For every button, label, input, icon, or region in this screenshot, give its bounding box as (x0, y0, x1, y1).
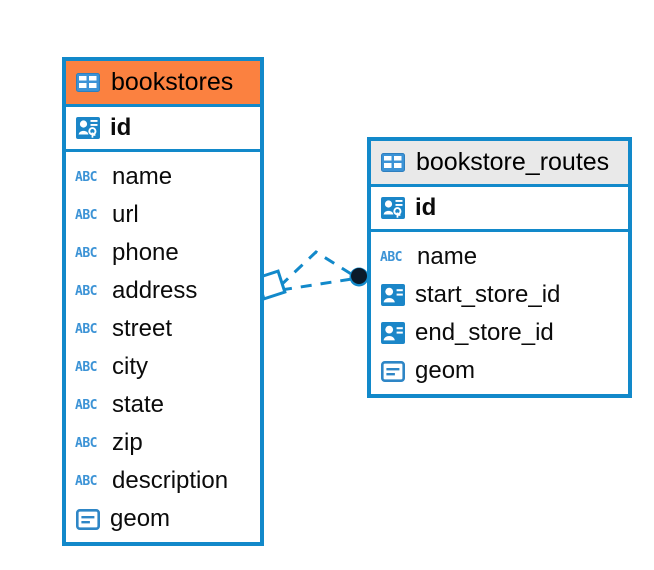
field-row-state[interactable]: ABC state (66, 386, 260, 424)
field-row-start-store-id[interactable]: start_store_id (371, 276, 628, 314)
field-row-name[interactable]: ABC name (66, 158, 260, 196)
field-row-primary-key[interactable]: id (66, 107, 260, 152)
relationship-line-upper (278, 250, 357, 288)
field-label-street: street (112, 315, 173, 342)
field-row-description[interactable]: ABC description (66, 462, 260, 500)
abc-icon: ABC (75, 283, 97, 299)
entity-title-bookstores: bookstores (111, 68, 234, 96)
foreign-key-icon (380, 284, 406, 306)
relationship-line-lower (280, 277, 353, 292)
entity-header-bookstore-routes[interactable]: bookstore_routes (371, 141, 628, 187)
abc-icon: ABC (75, 245, 97, 261)
relationship-endpoint-circle (349, 267, 369, 287)
field-row-zip[interactable]: ABC zip (66, 424, 260, 462)
field-label-phone: phone (112, 239, 179, 266)
foreign-key-icon (380, 322, 406, 344)
field-label-id: id (415, 194, 437, 221)
table-icon (75, 72, 101, 94)
abc-icon: ABC (75, 207, 97, 223)
geometry-icon (380, 360, 406, 382)
abc-icon: ABC (75, 169, 97, 185)
abc-icon: ABC (75, 359, 97, 375)
field-label-name: name (112, 163, 173, 190)
field-row-city[interactable]: ABC city (66, 348, 260, 386)
field-label-end-store-id: end_store_id (415, 319, 554, 346)
field-label-name: name (417, 243, 478, 270)
abc-icon: ABC (380, 249, 402, 265)
field-label-geom: geom (110, 505, 171, 532)
field-row-name[interactable]: ABC name (371, 238, 628, 276)
abc-icon: ABC (75, 321, 97, 337)
entity-header-bookstores[interactable]: bookstores (66, 61, 260, 107)
geometry-icon (75, 508, 101, 530)
field-label-id: id (110, 114, 132, 141)
field-label-description: description (112, 467, 229, 494)
entity-table-bookstore-routes[interactable]: bookstore_routes id ABC (367, 137, 632, 398)
abc-icon: ABC (75, 473, 97, 489)
field-label-zip: zip (112, 429, 143, 456)
field-row-primary-key[interactable]: id (371, 187, 628, 232)
field-list-bookstores: ABC name ABC url ABC phone ABC (66, 152, 260, 546)
field-label-url: url (112, 201, 139, 228)
field-row-url[interactable]: ABC url (66, 196, 260, 234)
entity-table-bookstores[interactable]: bookstores id ABC (62, 57, 264, 546)
table-icon (380, 152, 406, 174)
entity-title-bookstore-routes: bookstore_routes (416, 148, 610, 176)
primary-key-icon (75, 117, 101, 139)
field-label-geom: geom (415, 357, 476, 384)
field-row-geom[interactable]: geom (371, 352, 628, 390)
field-label-address: address (112, 277, 198, 304)
field-label-city: city (112, 353, 148, 380)
field-row-phone[interactable]: ABC phone (66, 234, 260, 272)
field-row-geom[interactable]: geom (66, 500, 260, 538)
abc-icon: ABC (75, 435, 97, 451)
field-label-start-store-id: start_store_id (415, 281, 561, 308)
field-label-state: state (112, 391, 165, 418)
field-list-bookstore-routes: ABC name start_store_id (371, 232, 628, 398)
primary-key-icon (380, 197, 406, 219)
field-row-address[interactable]: ABC address (66, 272, 260, 310)
field-row-end-store-id[interactable]: end_store_id (371, 314, 628, 352)
abc-icon: ABC (75, 397, 97, 413)
field-row-street[interactable]: ABC street (66, 310, 260, 348)
